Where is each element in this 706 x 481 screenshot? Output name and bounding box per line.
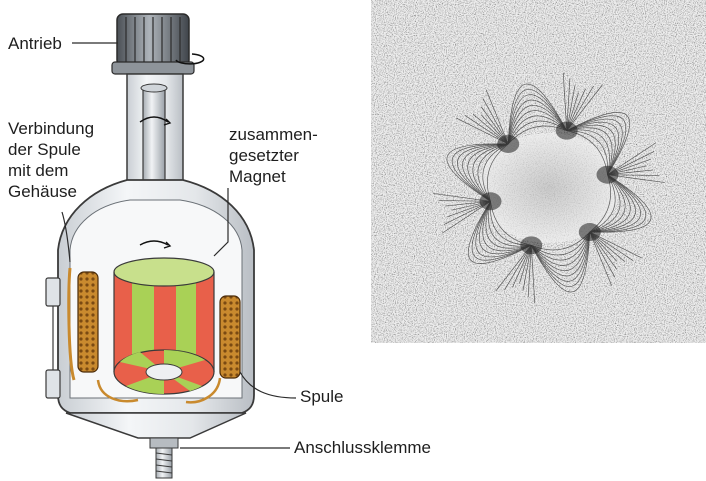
label-coil: Spule — [300, 386, 343, 407]
label-magnet: zusammen- gesetzter Magnet — [229, 124, 318, 187]
label-terminal: Anschlussklemme — [294, 437, 431, 458]
composite-magnet — [114, 258, 214, 394]
terminal-assembly — [66, 413, 246, 478]
magnetic-pole — [556, 122, 578, 140]
generator-diagram — [0, 0, 370, 481]
coil-right — [220, 296, 240, 378]
iron-filings-photo — [371, 0, 706, 343]
magnetic-pole — [497, 135, 519, 153]
magnetic-pole — [597, 166, 619, 184]
label-drive: Antrieb — [8, 33, 62, 54]
magnetic-pole — [579, 223, 601, 241]
magnetic-pole — [479, 192, 501, 210]
magnetic-pole — [520, 236, 542, 254]
drive-knob — [112, 14, 204, 74]
label-coil-connection: Verbindung der Spule mit dem Gehäuse — [8, 118, 94, 202]
